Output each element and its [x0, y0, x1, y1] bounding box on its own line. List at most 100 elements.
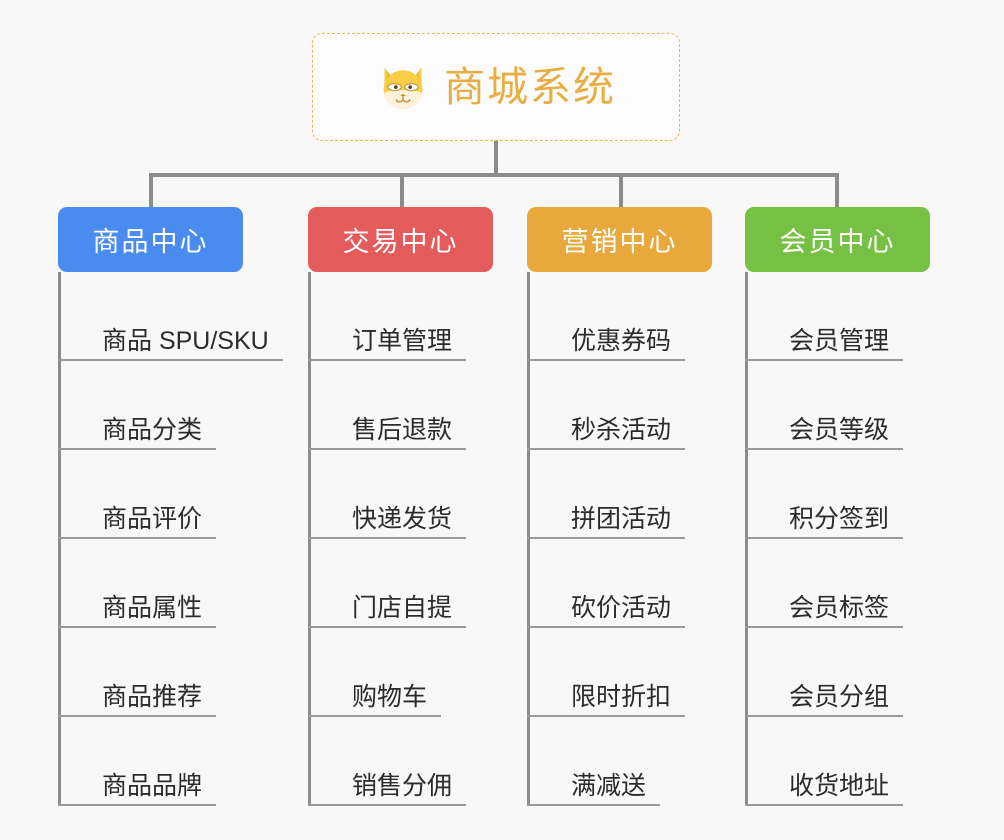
leaf-label: 购物车 [352, 682, 428, 711]
branch-spine [308, 272, 311, 806]
leaf-list: 会员管理 会员等级 积分签到 会员标签 会员分组 收货地址 [745, 272, 930, 806]
leaf-underline [527, 804, 660, 806]
list-item[interactable]: 商品品牌 [58, 717, 243, 806]
list-item[interactable]: 商品评价 [58, 450, 243, 539]
branch-spine [58, 272, 61, 806]
leaf-underline [745, 448, 903, 450]
list-item[interactable]: 会员分组 [745, 628, 930, 717]
connector-drop-3 [619, 173, 623, 209]
list-item[interactable]: 门店自提 [308, 539, 493, 628]
root-node[interactable]: 商城系统 [312, 33, 680, 141]
root-title: 商城系统 [444, 63, 616, 110]
leaf-label: 会员标签 [789, 593, 890, 622]
leaf-label: 订单管理 [352, 326, 453, 355]
leaf-label: 商品推荐 [102, 682, 203, 711]
list-item[interactable]: 售后退款 [308, 361, 493, 450]
leaf-underline [58, 804, 216, 806]
leaf-underline [745, 715, 903, 717]
connector-drop-2 [400, 173, 404, 209]
leaf-label: 砍价活动 [571, 593, 672, 622]
leaf-list: 商品 SPU/SKU 商品分类 商品评价 商品属性 商品推荐 商品品牌 [58, 272, 283, 806]
list-item[interactable]: 快递发货 [308, 450, 493, 539]
connector-drop-4 [835, 173, 839, 209]
list-item[interactable]: 收货地址 [745, 717, 930, 806]
leaf-underline [745, 537, 903, 539]
leaf-underline [308, 715, 441, 717]
leaf-label: 会员分组 [789, 682, 890, 711]
leaf-label: 秒杀活动 [571, 415, 672, 444]
list-item[interactable]: 优惠券码 [527, 272, 712, 361]
leaf-label: 售后退款 [352, 415, 453, 444]
leaf-underline [308, 804, 466, 806]
branch-header[interactable]: 商品中心 [58, 207, 243, 272]
list-item[interactable]: 商品属性 [58, 539, 243, 628]
shiba-dog-face-icon [376, 61, 430, 115]
leaf-label: 拼团活动 [571, 504, 672, 533]
list-item[interactable]: 会员等级 [745, 361, 930, 450]
leaf-label: 收货地址 [789, 771, 890, 800]
list-item[interactable]: 积分签到 [745, 450, 930, 539]
branch-title: 商品中心 [92, 227, 209, 257]
leaf-underline [745, 359, 903, 361]
leaf-label: 限时折扣 [571, 682, 672, 711]
leaf-underline [527, 715, 685, 717]
connector-root-stem [494, 141, 498, 175]
leaf-label: 优惠券码 [571, 326, 672, 355]
leaf-label: 销售分佣 [352, 771, 453, 800]
branch-title: 营销中心 [561, 227, 678, 257]
list-item[interactable]: 商品 SPU/SKU [58, 272, 283, 361]
leaf-label: 满减送 [571, 771, 647, 800]
leaf-underline [58, 715, 216, 717]
leaf-underline [527, 359, 685, 361]
list-item[interactable]: 购物车 [308, 628, 493, 717]
leaf-label: 商品 SPU/SKU [102, 326, 269, 355]
list-item[interactable]: 满减送 [527, 717, 712, 806]
leaf-underline [308, 359, 466, 361]
branch-marketing-center: 营销中心 优惠券码 秒杀活动 拼团活动 砍价活动 限时折扣 [527, 207, 712, 806]
leaf-underline [58, 626, 216, 628]
branch-header[interactable]: 会员中心 [745, 207, 930, 272]
leaf-underline [527, 626, 685, 628]
connector-drop-1 [149, 173, 153, 209]
leaf-label: 会员等级 [789, 415, 890, 444]
leaf-label: 门店自提 [352, 593, 453, 622]
leaf-underline [527, 448, 685, 450]
list-item[interactable]: 限时折扣 [527, 628, 712, 717]
leaf-underline [745, 804, 903, 806]
leaf-underline [58, 359, 283, 361]
leaf-label: 快递发货 [352, 504, 453, 533]
list-item[interactable]: 会员标签 [745, 539, 930, 628]
list-item[interactable]: 销售分佣 [308, 717, 493, 806]
branch-product-center: 商品中心 商品 SPU/SKU 商品分类 商品评价 商品属性 商品推荐 [58, 207, 283, 806]
branch-header[interactable]: 营销中心 [527, 207, 712, 272]
branch-title: 会员中心 [779, 227, 896, 257]
leaf-underline [308, 448, 466, 450]
leaf-label: 商品分类 [102, 415, 203, 444]
leaf-label: 商品评价 [102, 504, 203, 533]
leaf-label: 商品属性 [102, 593, 203, 622]
leaf-underline [58, 537, 216, 539]
branch-spine [527, 272, 530, 806]
leaf-label: 积分签到 [789, 504, 890, 533]
branch-member-center: 会员中心 会员管理 会员等级 积分签到 会员标签 会员分组 [745, 207, 930, 806]
leaf-underline [308, 626, 466, 628]
list-item[interactable]: 拼团活动 [527, 450, 712, 539]
list-item[interactable]: 会员管理 [745, 272, 930, 361]
list-item[interactable]: 砍价活动 [527, 539, 712, 628]
branch-trade-center: 交易中心 订单管理 售后退款 快递发货 门店自提 购物车 [308, 207, 493, 806]
leaf-underline [308, 537, 466, 539]
branch-header[interactable]: 交易中心 [308, 207, 493, 272]
list-item[interactable]: 商品推荐 [58, 628, 243, 717]
leaf-underline [527, 537, 685, 539]
list-item[interactable]: 商品分类 [58, 361, 243, 450]
leaf-underline [745, 626, 903, 628]
leaf-list: 优惠券码 秒杀活动 拼团活动 砍价活动 限时折扣 满减送 [527, 272, 712, 806]
list-item[interactable]: 订单管理 [308, 272, 493, 361]
leaf-underline [58, 448, 216, 450]
leaf-label: 会员管理 [789, 326, 890, 355]
connector-horizontal-bus [149, 173, 839, 177]
branch-title: 交易中心 [342, 227, 459, 257]
list-item[interactable]: 秒杀活动 [527, 361, 712, 450]
leaf-list: 订单管理 售后退款 快递发货 门店自提 购物车 销售分佣 [308, 272, 493, 806]
